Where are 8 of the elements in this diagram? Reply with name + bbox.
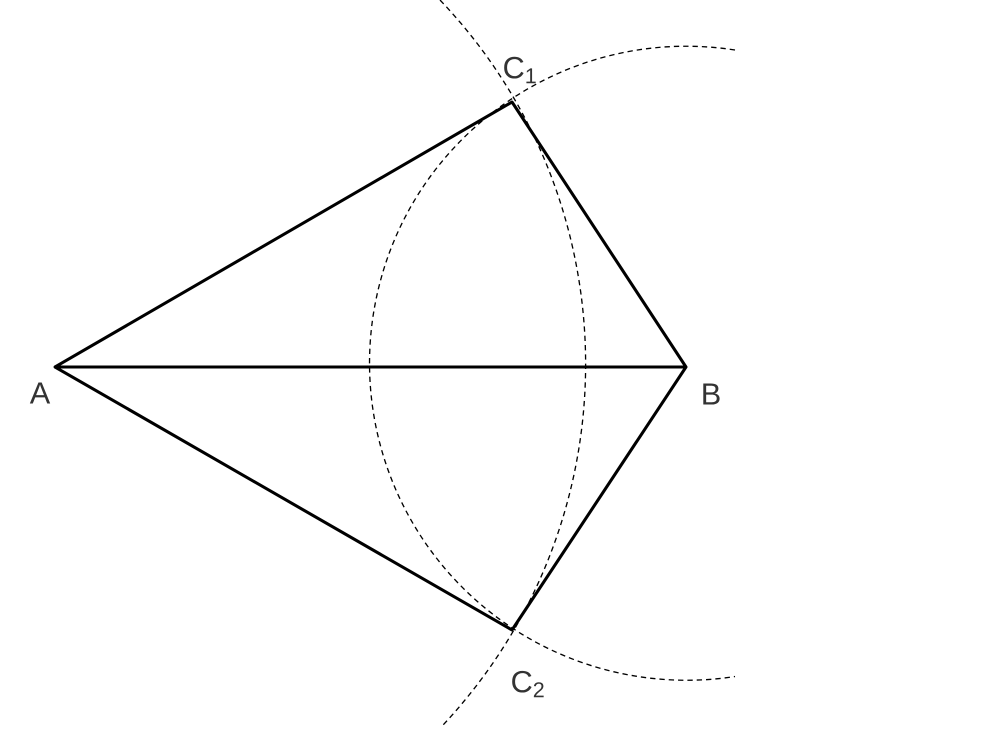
- point-label: C$_{1}$: [504, 56, 536, 84]
- triangle-side: [510, 366, 688, 632]
- point-label: A: [30, 382, 50, 404]
- point-label: C$_{2}$: [512, 670, 544, 698]
- triangle-side: [54, 100, 514, 368]
- triangle-side: [510, 100, 688, 368]
- point-label: B: [703, 383, 720, 405]
- triangle-side: [54, 366, 514, 632]
